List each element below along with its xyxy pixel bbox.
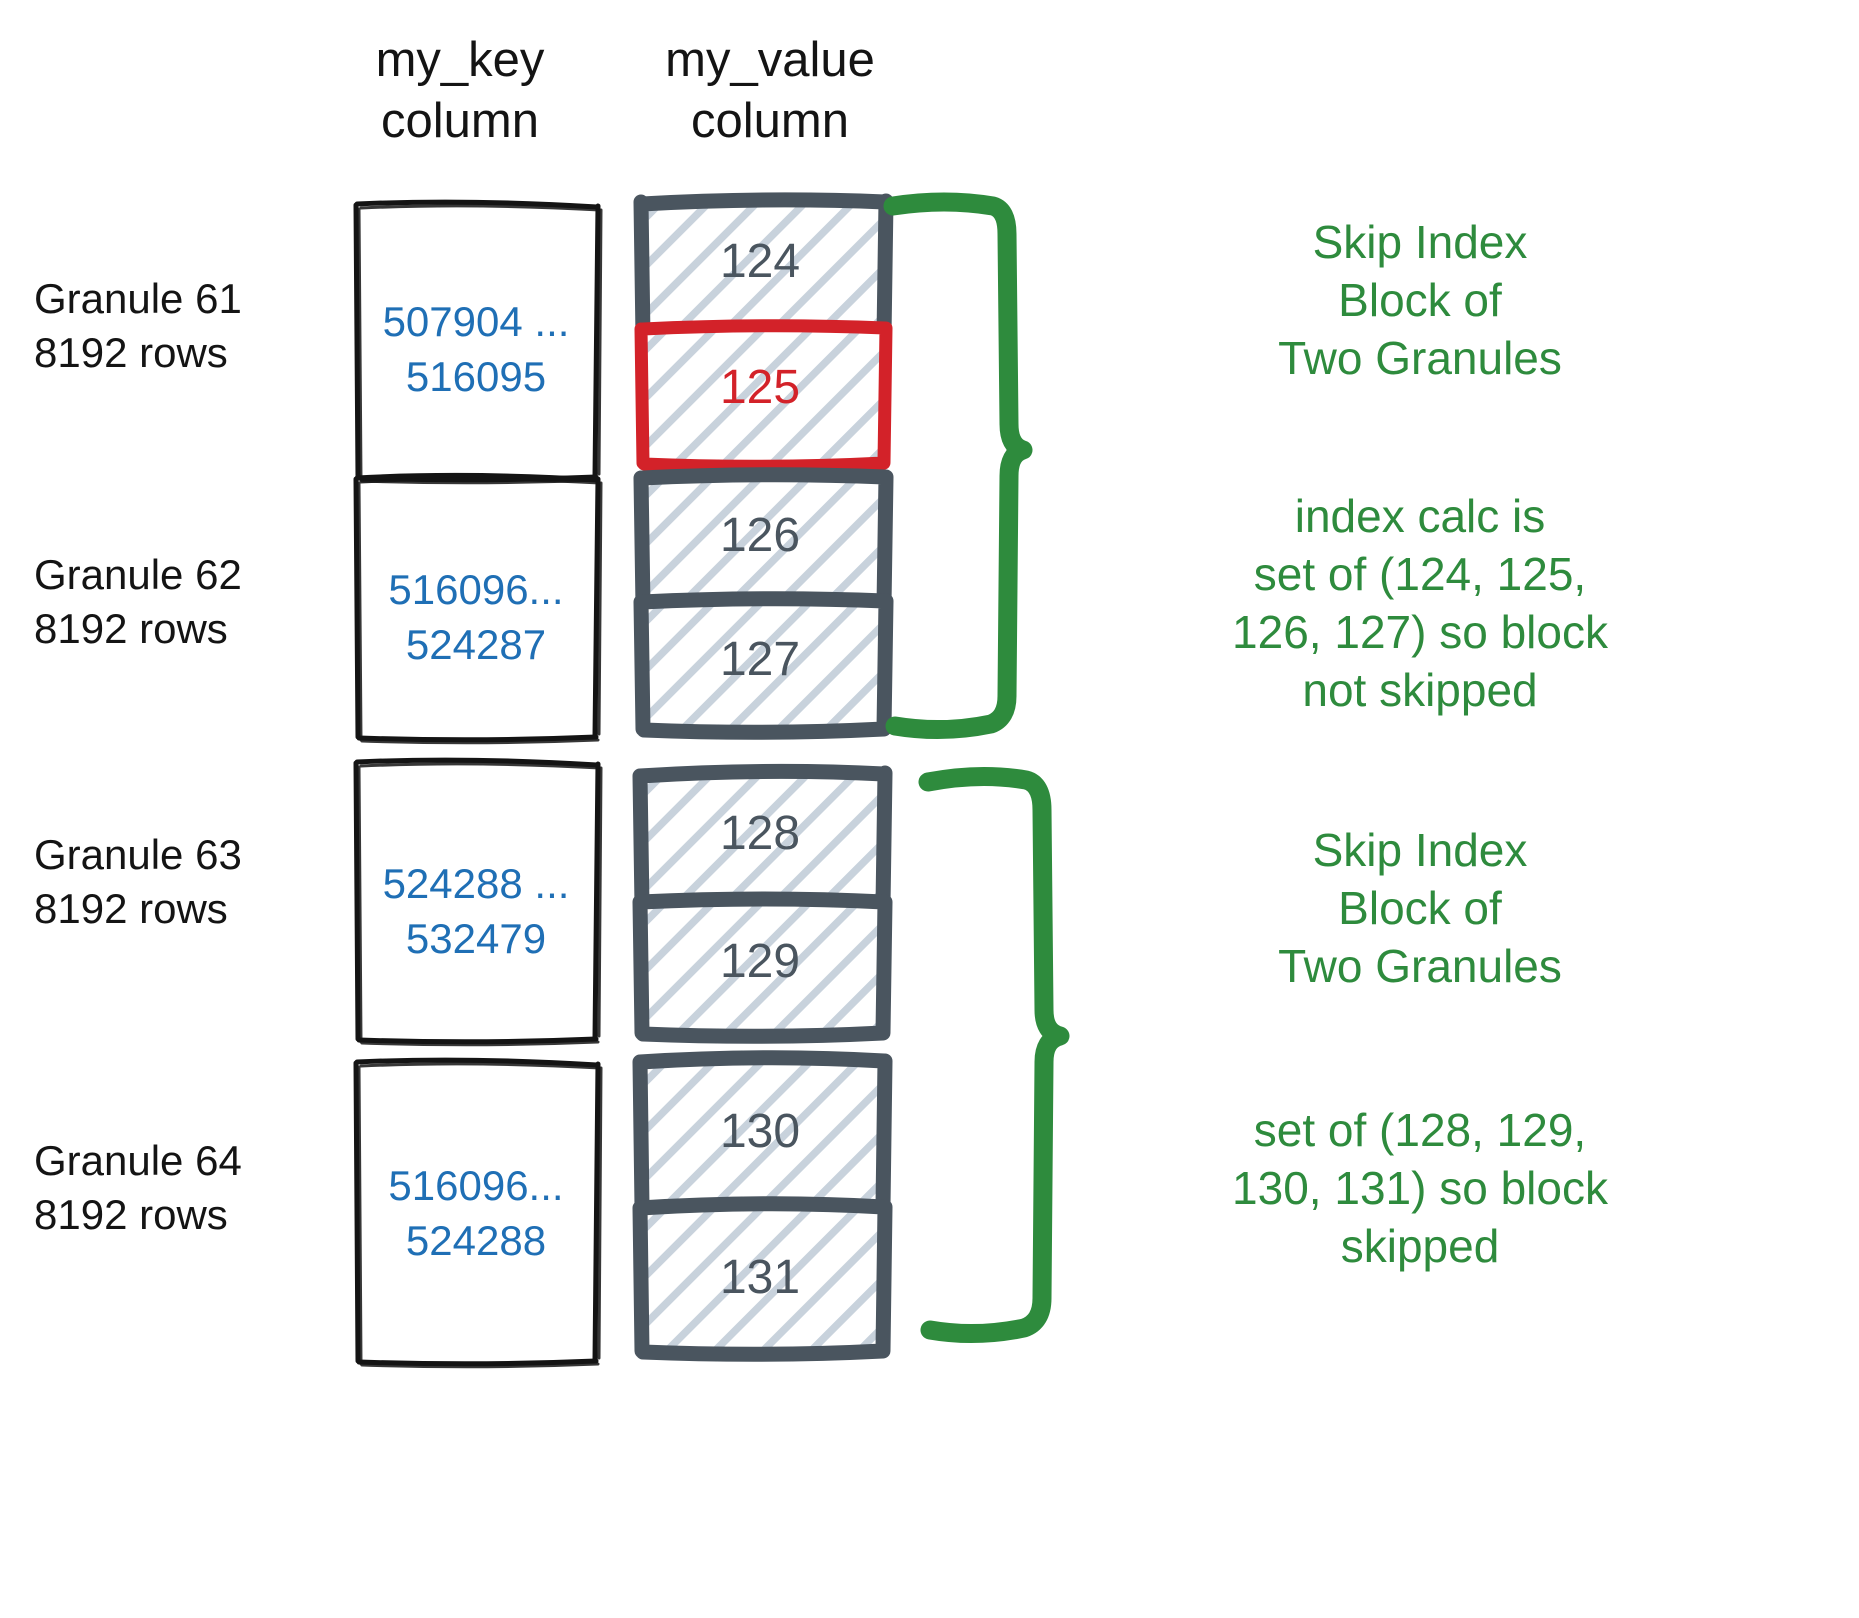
value-cell-131: 131 <box>719 1251 801 1304</box>
value-box-130: 130 <box>632 1050 893 1218</box>
hand-drawn-rect <box>353 1057 603 1369</box>
skip-index-brace-lower <box>918 766 1070 1344</box>
value-box-128: 128 <box>632 763 893 917</box>
value-box-131: 131 <box>632 1196 893 1362</box>
column-header-my-key: my_key column <box>375 33 545 148</box>
granule-label-62: Granule 62 8192 rows <box>34 551 242 652</box>
value-box-125-highlighted: 125 <box>634 319 893 473</box>
annotation-index-calc-lower: set of (128, 129, 130, 131) so block ski… <box>1232 1104 1608 1272</box>
hatched-rect <box>632 891 893 1044</box>
value-cell-126: 126 <box>719 509 801 562</box>
value-box-129: 129 <box>632 891 893 1044</box>
hatched-rect <box>633 591 894 740</box>
hatched-rect <box>632 1050 893 1218</box>
key-range-granule-62: 516096... 524287 <box>388 566 564 669</box>
annotation-skip-index-block-upper: Skip Index Block of Two Granules <box>1278 216 1562 384</box>
key-range-granule-64: 516096... 524288 <box>388 1162 564 1265</box>
key-box-granule-64: 516096... 524288 <box>353 1057 603 1369</box>
key-box-granule-61: 507904 ... 516095 <box>353 199 603 485</box>
hand-drawn-rect <box>353 472 603 745</box>
hand-drawn-rect <box>353 199 603 485</box>
value-box-127: 127 <box>633 591 894 740</box>
value-cell-124: 124 <box>719 235 801 288</box>
key-box-granule-63: 524288 ... 532479 <box>353 757 603 1047</box>
hatched-rect <box>633 467 894 617</box>
key-range-granule-61: 507904 ... 516095 <box>382 298 570 401</box>
granule-label-64: Granule 64 8192 rows <box>34 1137 242 1238</box>
value-cell-127: 127 <box>719 633 801 686</box>
column-header-my-value: my_value column <box>665 33 875 148</box>
annotation-index-calc-upper: index calc is set of (124, 125, 126, 127… <box>1232 490 1608 716</box>
hatched-rect <box>633 192 894 348</box>
hatched-rect <box>632 1196 893 1362</box>
hand-drawn-rect <box>353 757 603 1047</box>
value-box-124: 124 <box>633 192 894 348</box>
value-cell-128: 128 <box>719 807 801 860</box>
hatched-rect-highlighted <box>634 319 893 473</box>
key-box-granule-62: 516096... 524287 <box>353 472 603 745</box>
value-box-126: 126 <box>633 467 894 617</box>
hatched-rect <box>632 763 893 917</box>
key-range-granule-63: 524288 ... 532479 <box>382 860 570 963</box>
annotation-skip-index-block-lower: Skip Index Block of Two Granules <box>1278 824 1562 992</box>
skip-index-brace-upper <box>883 192 1033 740</box>
granule-label-63: Granule 63 8192 rows <box>34 831 242 932</box>
value-cell-125: 125 <box>719 361 801 414</box>
value-cell-129: 129 <box>719 935 801 988</box>
granule-label-61: Granule 61 8192 rows <box>34 275 242 376</box>
value-cell-130: 130 <box>719 1105 801 1158</box>
